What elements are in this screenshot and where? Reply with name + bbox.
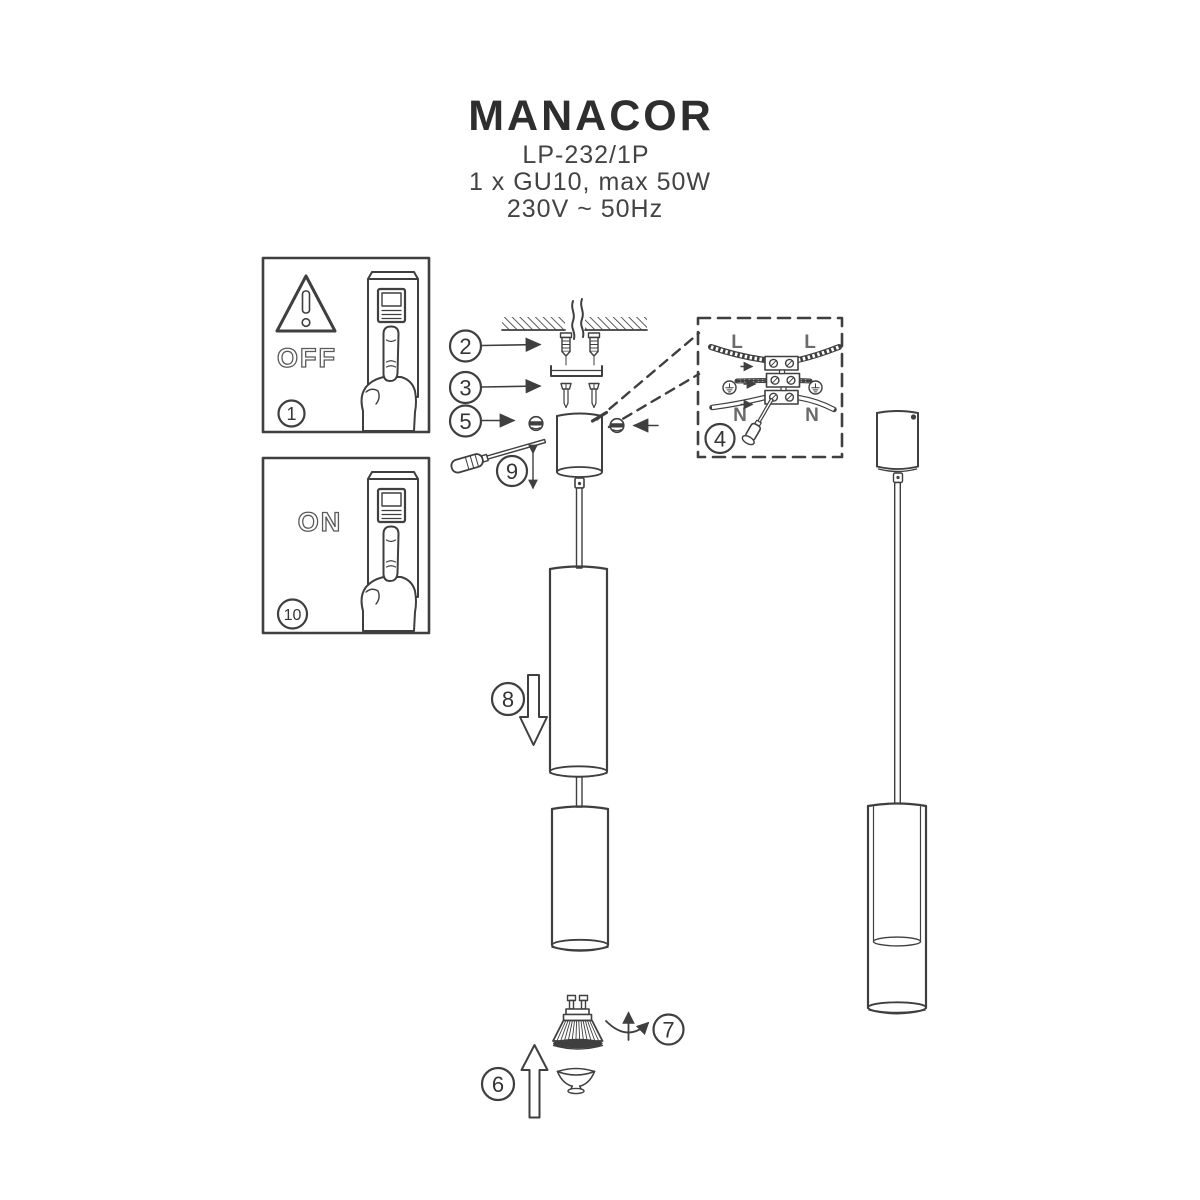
outer-shade-graphic [548,565,609,808]
canopy-screw-dot [910,414,917,420]
pendant-rod [575,487,583,569]
step-2-callout: 2 [448,329,542,363]
step-3-callout: 3 [448,370,542,405]
step-8-callout: 8 [490,674,548,746]
product-title: MANACOR [468,92,714,140]
supply-wire [571,300,576,340]
live-label-left: L [731,332,743,353]
product-model: LP-232/1P [522,141,649,169]
on-label: ON [298,507,343,537]
neutral-wire-graphic [709,394,837,413]
detail-box-border [696,316,844,459]
rotate-arrow-icon [605,1011,650,1041]
screw-icon [560,382,572,409]
live-wire-graphic [708,344,842,363]
socket-cover-icon [556,1067,596,1095]
wiring-detail-box: L L N N [696,316,844,459]
step-9-callout: 9 [495,444,538,490]
step-3-number: 3 [459,375,471,400]
wall-plug-icon [559,332,573,357]
pendant-rod [575,776,583,808]
detail-leader-line [595,331,701,421]
ground-symbol-icon [808,380,823,395]
inner-tube-graphic [550,805,610,952]
slide-down-arrow [519,674,548,746]
pendant-rod [894,481,902,805]
step-4-badge: 4 [704,422,736,455]
supply-wire [580,298,585,338]
step-7-number: 7 [662,1017,674,1042]
reflector-ribs [556,1020,600,1042]
step-8-number: 8 [502,687,514,712]
step-1-badge: 1 [277,399,306,428]
switch-hand-graphic [360,470,420,633]
step-5-callout: 5 [448,404,516,438]
step-10-number: 10 [284,607,302,624]
lamp-spec: 1 x GU10, max 50W [469,168,711,196]
power-spec: 230V ~ 50Hz [507,195,663,223]
step-4-number: 4 [714,426,726,451]
off-box-border [261,256,431,434]
title-block: MANACOR LP-232/1P 1 x GU10, max 50W 230V… [468,92,714,223]
on-box-border [261,456,431,635]
step-6-number: 6 [492,1072,504,1097]
live-label-right: L [804,332,816,353]
step-9-number: 9 [506,459,518,484]
set-screw-icon [609,417,625,434]
assembled-pendant-graphic [866,410,928,1015]
step-1-number: 1 [286,404,296,424]
neutral-label-right: N [805,405,819,426]
step-6-callout: 6 [480,1044,549,1119]
step-10-badge: 10 [276,598,309,630]
step-2-number: 2 [459,334,471,359]
gu10-bulb-icon [552,994,604,1050]
power-on-panel: ON 10 [261,456,431,635]
small-screwdriver-icon [741,397,774,446]
pendant-canopy [876,410,919,484]
canopy-graphic [556,410,609,569]
screwdriver-icon [450,438,547,474]
step-7-badge: 7 [652,1013,685,1046]
switch-hand-graphic [360,270,420,433]
off-label: OFF [277,343,337,373]
mounting-parts [550,332,603,409]
screw-icon [588,382,600,409]
set-screw-icon [528,415,544,432]
ceiling-graphic [501,298,648,340]
insert-up-arrow [520,1044,549,1119]
terminal-block-graphic [764,355,801,405]
wall-plug-icon [587,332,601,357]
neutral-label-left: N [733,405,747,426]
pendant-shade [866,802,928,1015]
step-5-number: 5 [459,409,471,434]
warning-triangle-icon [275,274,337,333]
ground-symbol-icon [722,380,737,395]
detail-leader-line [607,372,701,429]
power-off-panel: OFF 1 [261,256,431,434]
